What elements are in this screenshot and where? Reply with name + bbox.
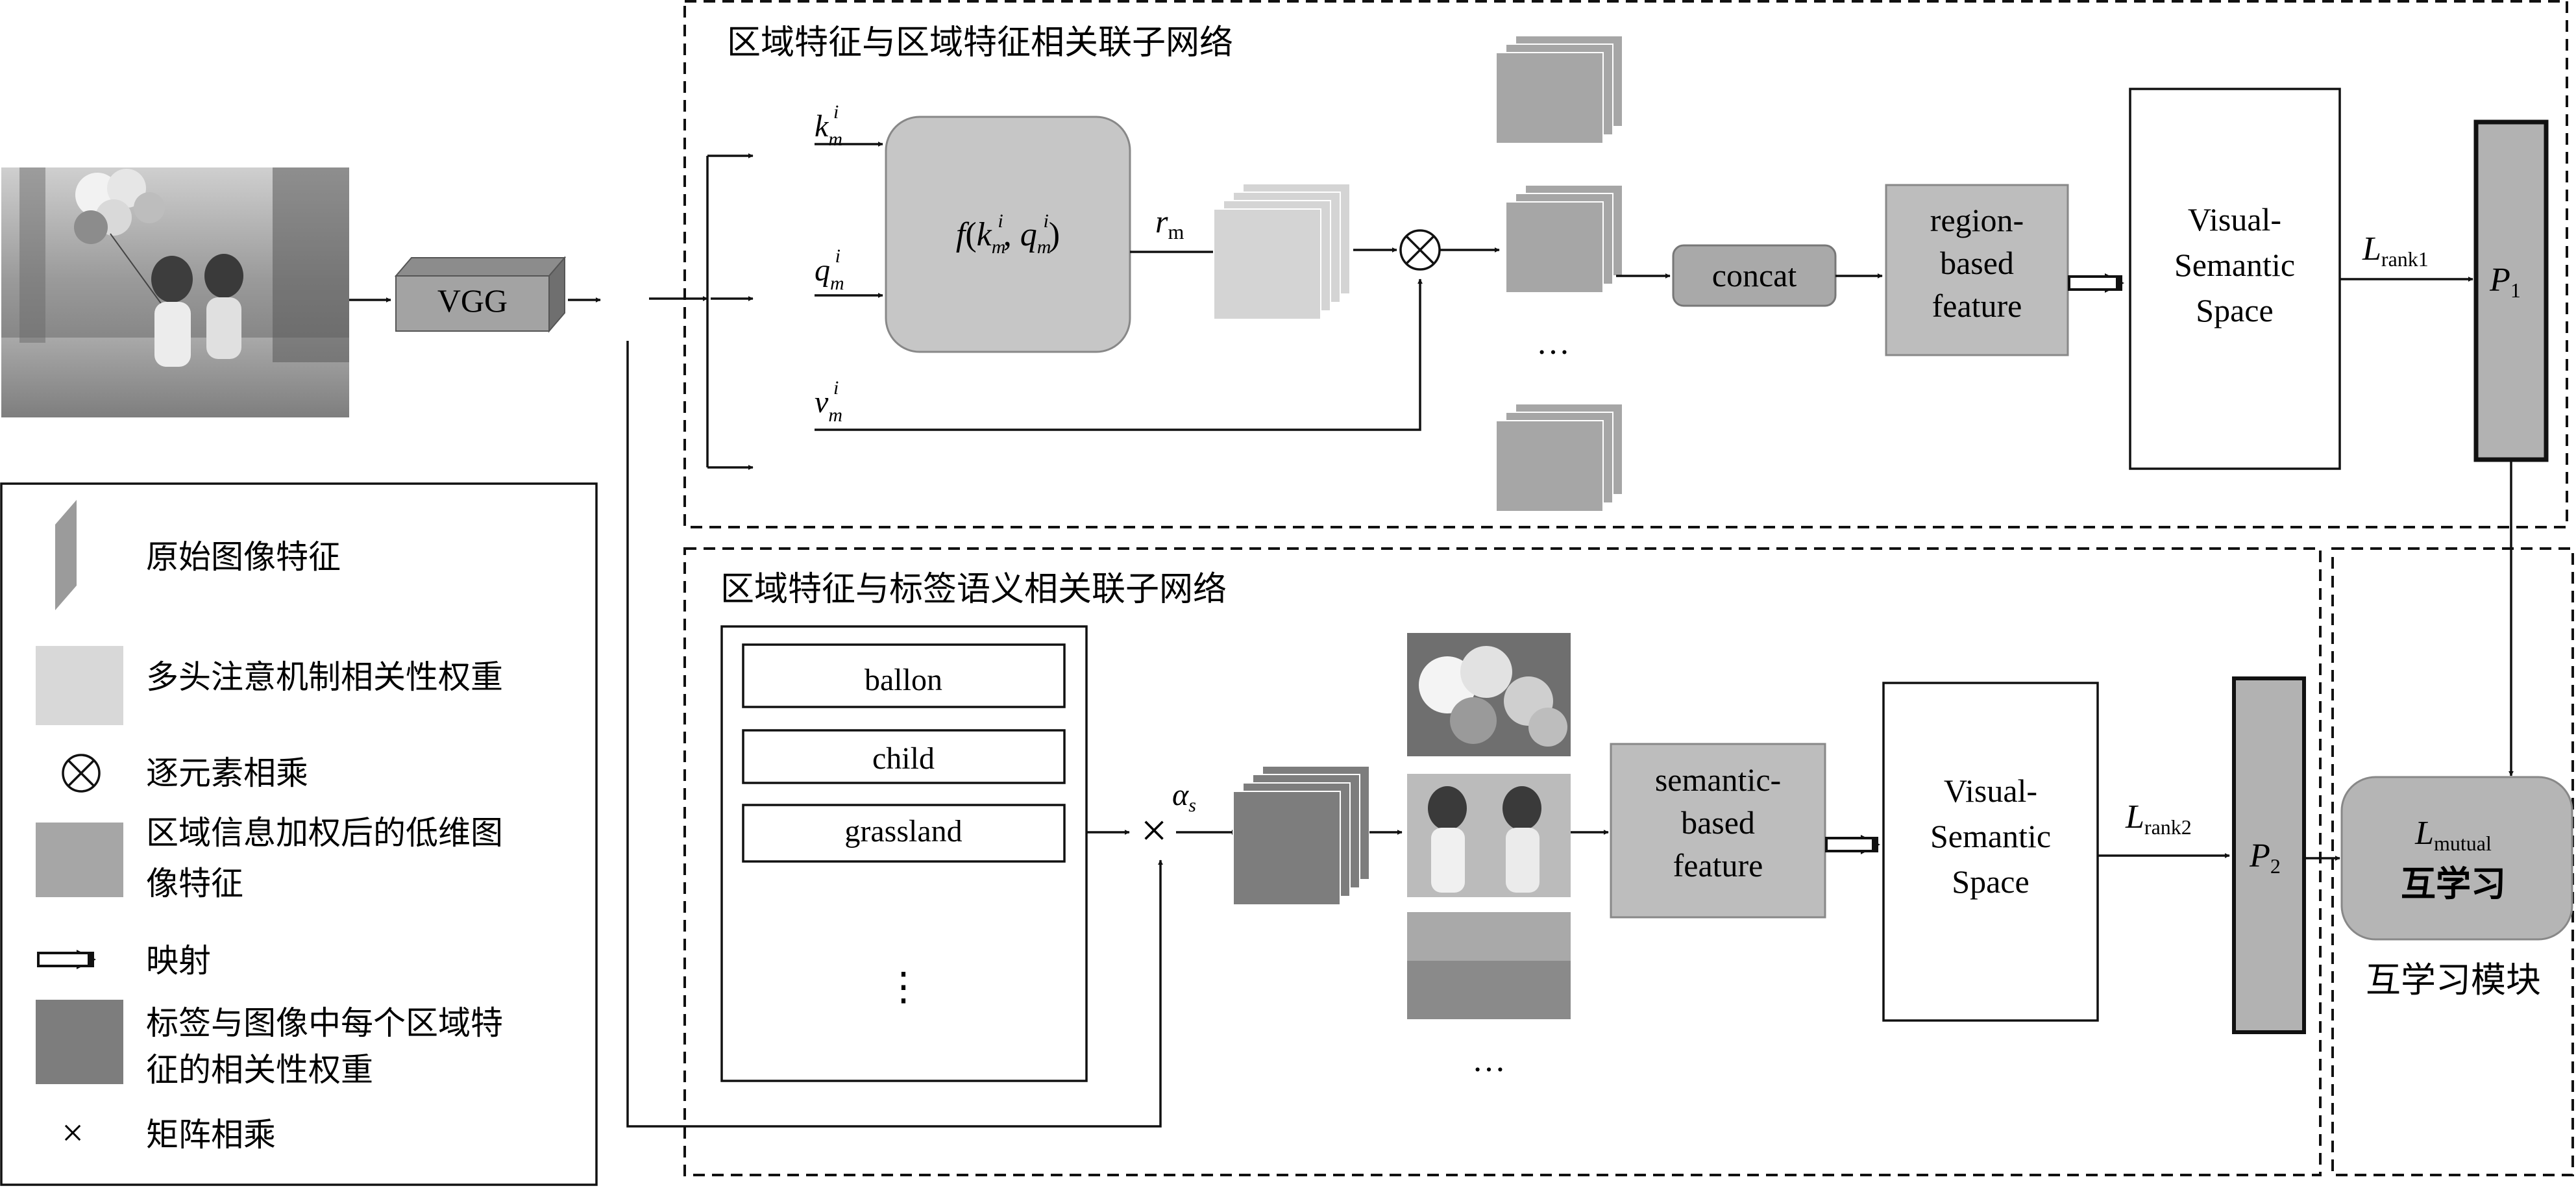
- svg-text:Space: Space: [1952, 863, 2029, 900]
- svg-text:kmi: kmi: [815, 101, 842, 150]
- attention-output-label: rm: [1155, 203, 1184, 243]
- legend-label: 原始图像特征: [146, 538, 341, 576]
- kqv-inputs: kmi qmi vmi: [815, 101, 1423, 431]
- elementwise-multiply-icon: [1399, 229, 1441, 271]
- svg-text:互学习: 互学习: [2401, 863, 2506, 904]
- mutual-learning-block: Lmutual 互学习: [2340, 776, 2573, 941]
- vgg-label: VGG: [437, 282, 508, 319]
- region-crop-children: [1407, 774, 1571, 897]
- top-subnet-title: 区域特征与区域特征相关联子网络: [727, 23, 1233, 62]
- visual-semantic-space-top: Visual- Semantic Space: [2129, 88, 2341, 470]
- legend-label: 逐元素相乘: [146, 754, 308, 792]
- label-region-weight-stack: [1233, 765, 1370, 906]
- svg-text:Visual-: Visual-: [1944, 773, 2037, 809]
- bottom-subnet-title: 区域特征与标签语义相关联子网络: [720, 570, 1227, 609]
- svg-text:Lmutual: Lmutual: [2414, 815, 2492, 855]
- svg-text:qmi: qmi: [815, 245, 844, 294]
- vgg-to-matmul-path: [626, 341, 1163, 1128]
- svg-text:vmi: vmi: [815, 377, 842, 426]
- label-item: grassland: [844, 814, 962, 848]
- legend-swatch-attention-weight: [36, 646, 123, 725]
- prediction-p2: P2: [2232, 676, 2306, 1034]
- attention-weight-stack: [1213, 183, 1351, 320]
- svg-text:feature: feature: [1673, 847, 1763, 884]
- svg-text:Visual-: Visual-: [2188, 201, 2281, 238]
- label-item: ballon: [865, 663, 942, 697]
- svg-text:Space: Space: [2196, 292, 2273, 328]
- mutual-module-title: 互学习模块: [2366, 959, 2541, 1000]
- svg-text:feature: feature: [1932, 288, 2022, 324]
- region-crops-ellipsis: …: [1472, 1042, 1506, 1079]
- svg-text:P1: P1: [2489, 262, 2521, 302]
- svg-text:based: based: [1681, 804, 1755, 841]
- concat-block: concat: [1672, 244, 1837, 307]
- prediction-p1: P1: [2473, 119, 2549, 462]
- weighted-feature-stacks: [1495, 35, 1623, 512]
- region-based-feature-block: region- based feature: [1885, 184, 2069, 356]
- legend-swatch-raw-feature: [55, 500, 77, 610]
- svg-text:f(kmi, qmi): f(kmi, qmi): [956, 210, 1060, 258]
- svg-text:region-: region-: [1930, 202, 2024, 238]
- attention-function-box: f(kmi, qmi): [885, 116, 1131, 353]
- legend-swatch-weighted-feature: [36, 823, 123, 897]
- loss-rank2-label: Lrank2: [2125, 798, 2192, 839]
- alpha-label: αs: [1172, 778, 1196, 816]
- label-list-ellipsis: ⋮: [884, 965, 923, 1008]
- input-image: [1, 167, 349, 417]
- legend-elementwise-icon: [62, 754, 101, 793]
- legend-label: 区域信息加权后的低维图: [146, 814, 503, 852]
- svg-text:Semantic: Semantic: [2174, 247, 2295, 283]
- svg-text:Semantic: Semantic: [1930, 818, 2051, 854]
- legend: 原始图像特征 多头注意机制相关性权重 逐元素相乘 区域信息加权后的低维图 像特征…: [0, 482, 598, 1186]
- region-features-ellipsis: …: [1536, 325, 1570, 362]
- label-item: child: [872, 741, 935, 776]
- legend-label: 矩阵相乘: [146, 1116, 276, 1154]
- loss-rank1-label: Lrank1: [2362, 230, 2429, 271]
- matrix-multiply-icon: ×: [1141, 804, 1168, 856]
- semantic-based-feature-block: semantic- based feature: [1610, 743, 1826, 919]
- visual-semantic-space-bottom: Visual- Semantic Space: [1882, 682, 2099, 1022]
- legend-label: 征的相关性权重: [146, 1051, 373, 1089]
- legend-label: 多头注意机制相关性权重: [146, 658, 503, 696]
- dispatch-lines: [649, 153, 754, 470]
- label-list: ballon child grassland ⋮: [720, 625, 1088, 1082]
- legend-matmul-icon: ×: [62, 1111, 84, 1154]
- bottom-subnet-frame: [683, 547, 2322, 1176]
- svg-text:based: based: [1940, 245, 2014, 281]
- region-crop-balloons: [1407, 633, 1571, 756]
- legend-label: 映射: [146, 942, 211, 980]
- svg-text:concat: concat: [1712, 257, 1797, 293]
- svg-text:semantic-: semantic-: [1655, 761, 1781, 798]
- legend-label: 标签与图像中每个区域特: [146, 1004, 503, 1042]
- top-subnet-frame: [683, 0, 2568, 528]
- vgg-block: VGG: [394, 256, 567, 333]
- region-crop-grass: [1407, 912, 1571, 1019]
- legend-swatch-label-weight: [36, 1000, 123, 1084]
- svg-text:P2: P2: [2249, 837, 2281, 878]
- legend-label: 像特征: [146, 865, 243, 902]
